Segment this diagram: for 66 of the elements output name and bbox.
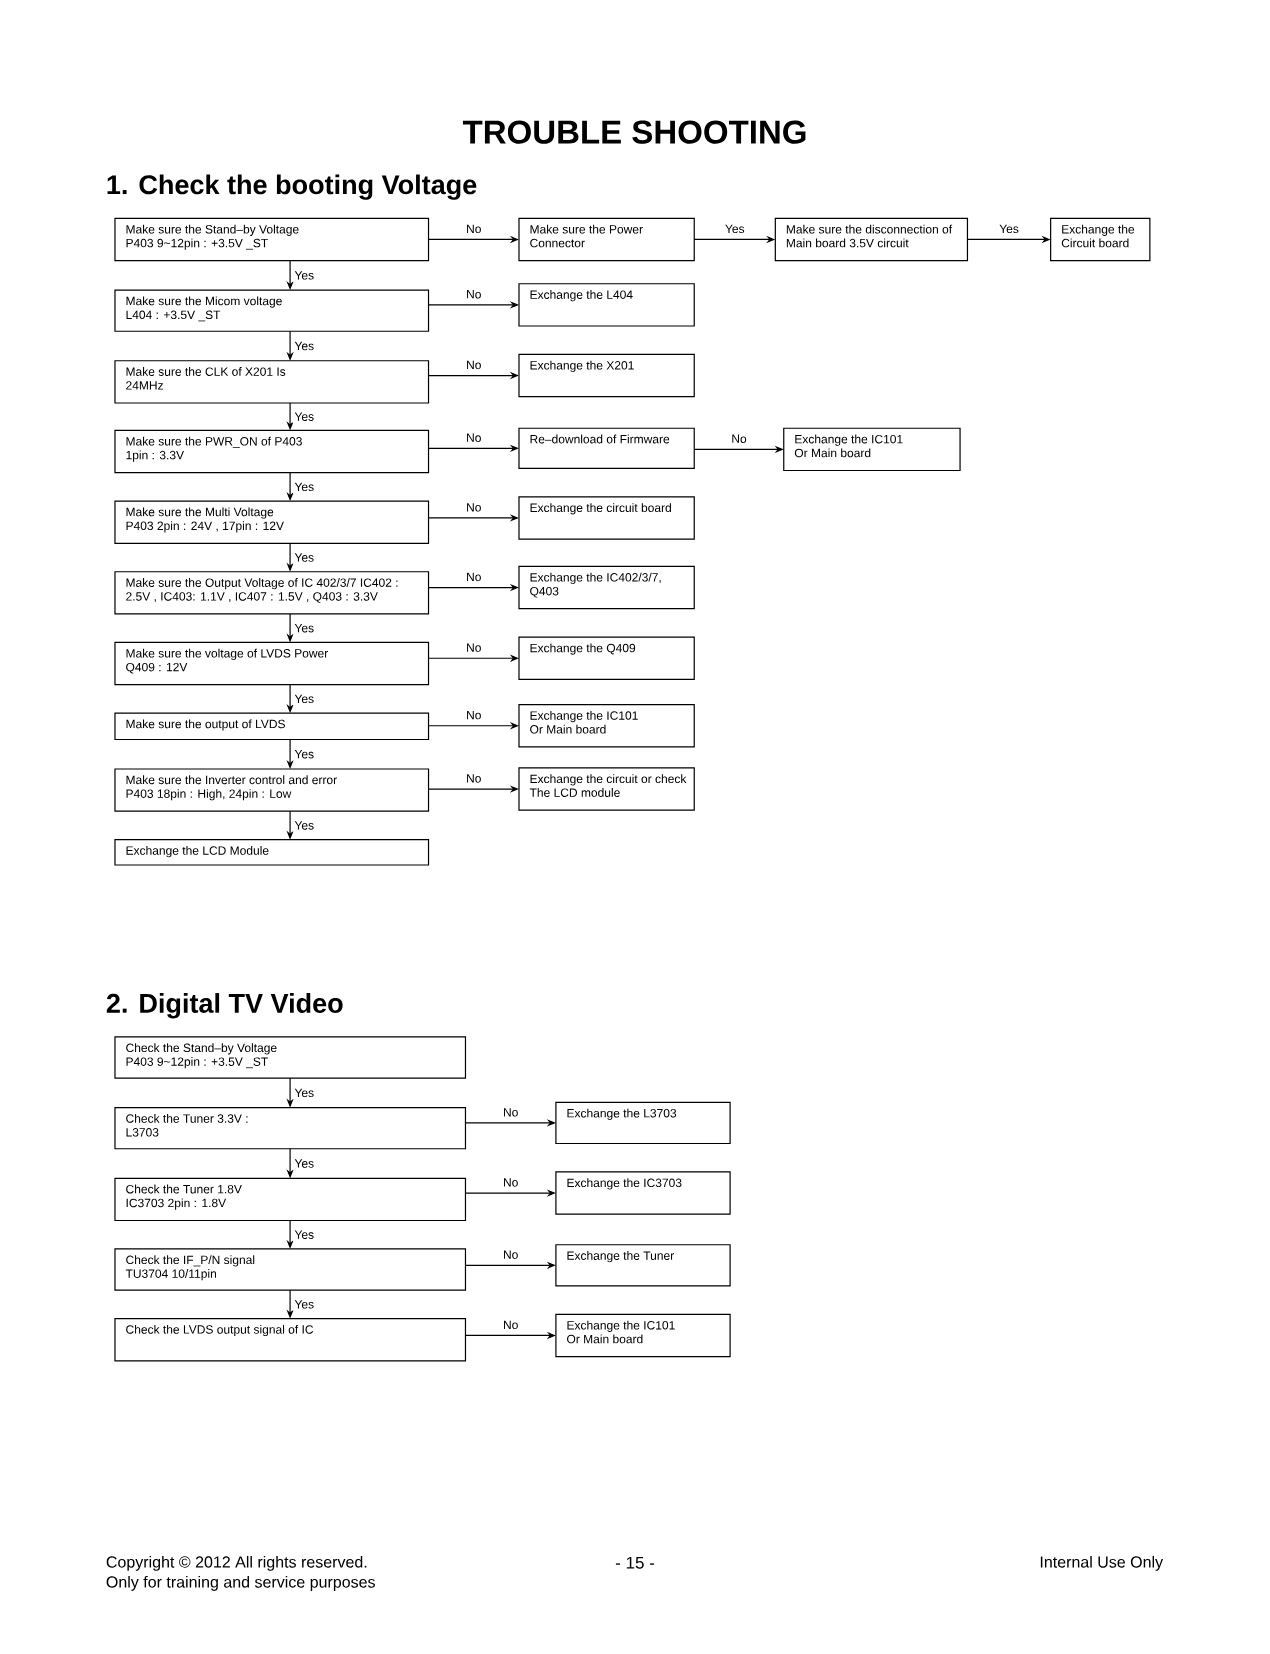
action-box: Exchange the IC101 Or Main board (518, 704, 695, 748)
action-box: Exchange the L404 (518, 283, 695, 327)
check-box: Check the Tuner 1.8V IC3703 2pin : 1.8V (114, 1177, 467, 1222)
check-box: Make sure the disconnection of Main board 3.5V circuit (774, 217, 969, 262)
action-box: Exchange the IC101 Or Main board (555, 1313, 731, 1358)
action-box: Exchange the IC402/3/7, Q403 (518, 565, 695, 610)
edge-label: No (464, 222, 484, 236)
edge-label: No (464, 358, 484, 372)
edge-label: Yes (292, 1298, 317, 1311)
edge-label: No (464, 431, 484, 444)
action-box: Re–download of Firmware (518, 427, 695, 469)
edge-label: No (464, 772, 484, 785)
check-box: Make sure the PWR_ON of P403 1pin : 3.3V (114, 429, 430, 474)
check-box: Make sure the output of LVDS (114, 712, 430, 741)
action-box: Exchange the IC101 Or Main board (783, 427, 961, 472)
edge-label: Yes (292, 1228, 317, 1241)
edge-label: No (501, 1106, 521, 1119)
edge-label: No (501, 1318, 521, 1332)
footer-text: Internal Use Only (1040, 1555, 1164, 1571)
footer-text: Only for training and service purposes (106, 1575, 375, 1591)
action-box: Exchange the Q409 (518, 636, 695, 680)
check-box: Make sure the voltage of LVDS Power Q409 : 12V (114, 641, 430, 686)
check-box: Make sure the Multi Voltage P403 2pin : 24V , 17pin : 12V (114, 500, 430, 544)
check-box: Check the IF_P/N signal TU3704 10/11pin (114, 1248, 467, 1291)
check-box: Make sure the Power Connector (518, 217, 695, 262)
section-heading: 1. Check the booting Voltage (107, 174, 477, 200)
action-box: Exchange the circuit board (518, 496, 695, 540)
edge-label: No (464, 709, 484, 722)
action-box: Exchange the LCD Module (114, 839, 430, 866)
edge-label: No (729, 432, 749, 445)
edge-label: Yes (292, 410, 317, 423)
action-box: Exchange the circuit or check The LCD module (518, 767, 695, 811)
edge-label: No (501, 1248, 521, 1261)
edge-label: No (501, 1176, 521, 1189)
edge-label: No (464, 570, 484, 584)
action-box: Exchange the IC3703 (555, 1171, 731, 1215)
check-box: Make sure the Stand–by Voltage P403 9~12pin : +3.5V _ST (114, 217, 430, 262)
action-box: Exchange the Tuner (555, 1244, 731, 1287)
title: TROUBLE SHOOTING (462, 120, 806, 144)
check-box: Make sure the Output Voltage of IC 402/3/7 IC402 : 2.5V , IC403: 1.1V , IC407 : 1.5V , Q403 : 3.3V (114, 571, 430, 615)
check-box: Make sure the Micom voltage L404 : +3.5V _ST (114, 289, 430, 332)
edge-label: No (464, 641, 484, 654)
check-box: Check the Stand–by Voltage P403 9~12pin : +3.5V _ST (114, 1036, 467, 1079)
footer-text: Copyright © 2012 All rights reserved. (106, 1555, 367, 1571)
edge-label: Yes (292, 551, 317, 564)
edge-label: Yes (292, 269, 317, 282)
edge-label: Yes (997, 222, 1021, 236)
edge-label: Yes (292, 339, 317, 353)
action-box: Exchange the Circuit board (1050, 217, 1151, 262)
action-box: Exchange the X201 (518, 353, 695, 398)
edge-label: No (464, 501, 484, 514)
check-box: Make sure the Inverter control and error P403 18pin : High, 24pin : Low (114, 768, 430, 812)
edge-label: Yes (292, 480, 317, 493)
check-box: Check the LVDS output signal of IC (114, 1317, 467, 1362)
edge-label: Yes (292, 1086, 317, 1100)
edge-label: Yes (292, 1157, 317, 1170)
check-box: Make sure the CLK of X201 Is 24MHz (114, 360, 430, 404)
edge-label: Yes (292, 819, 317, 832)
action-box: Exchange the L3703 (555, 1101, 731, 1145)
check-box: Check the Tuner 3.3V : L3703 (114, 1107, 467, 1150)
edge-label: Yes (292, 748, 317, 761)
edge-label: No (464, 288, 484, 301)
edge-label: Yes (292, 622, 317, 635)
edge-label: Yes (292, 692, 317, 706)
edge-label: Yes (722, 222, 747, 236)
page-number: - 15 - (615, 1556, 655, 1569)
